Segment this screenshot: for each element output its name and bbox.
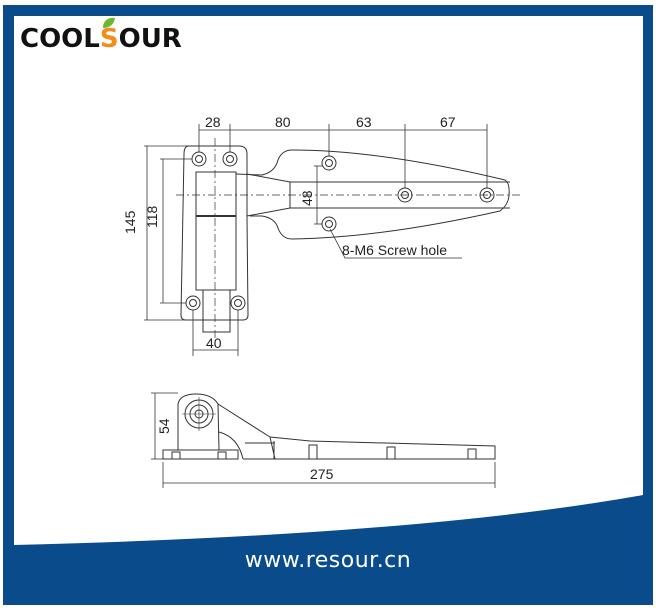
dim-28: 28: [205, 114, 221, 130]
logo-text-accent: S: [99, 24, 119, 54]
coolsour-logo: COOL S OUR: [20, 22, 182, 56]
dim-145: 145: [122, 210, 138, 234]
website-url: www.resour.cn: [244, 548, 412, 573]
screw-holes: [185, 151, 495, 311]
dim-48: 48: [299, 190, 315, 206]
dim-63: 63: [356, 114, 372, 130]
dim-80: 80: [275, 114, 291, 130]
dim-275: 275: [310, 466, 334, 482]
dim-67: 67: [440, 114, 456, 130]
logo-text-left: COOL: [20, 24, 100, 54]
dim-54: 54: [156, 418, 172, 434]
dim-118: 118: [144, 205, 160, 228]
side-view: [151, 392, 496, 488]
logo-text-right: OUR: [118, 24, 182, 54]
screw-hole-callout: 8-M6 Screw hole: [342, 242, 448, 258]
leaf-icon: [103, 17, 115, 28]
dim-40: 40: [206, 335, 222, 351]
top-view: [144, 124, 520, 356]
